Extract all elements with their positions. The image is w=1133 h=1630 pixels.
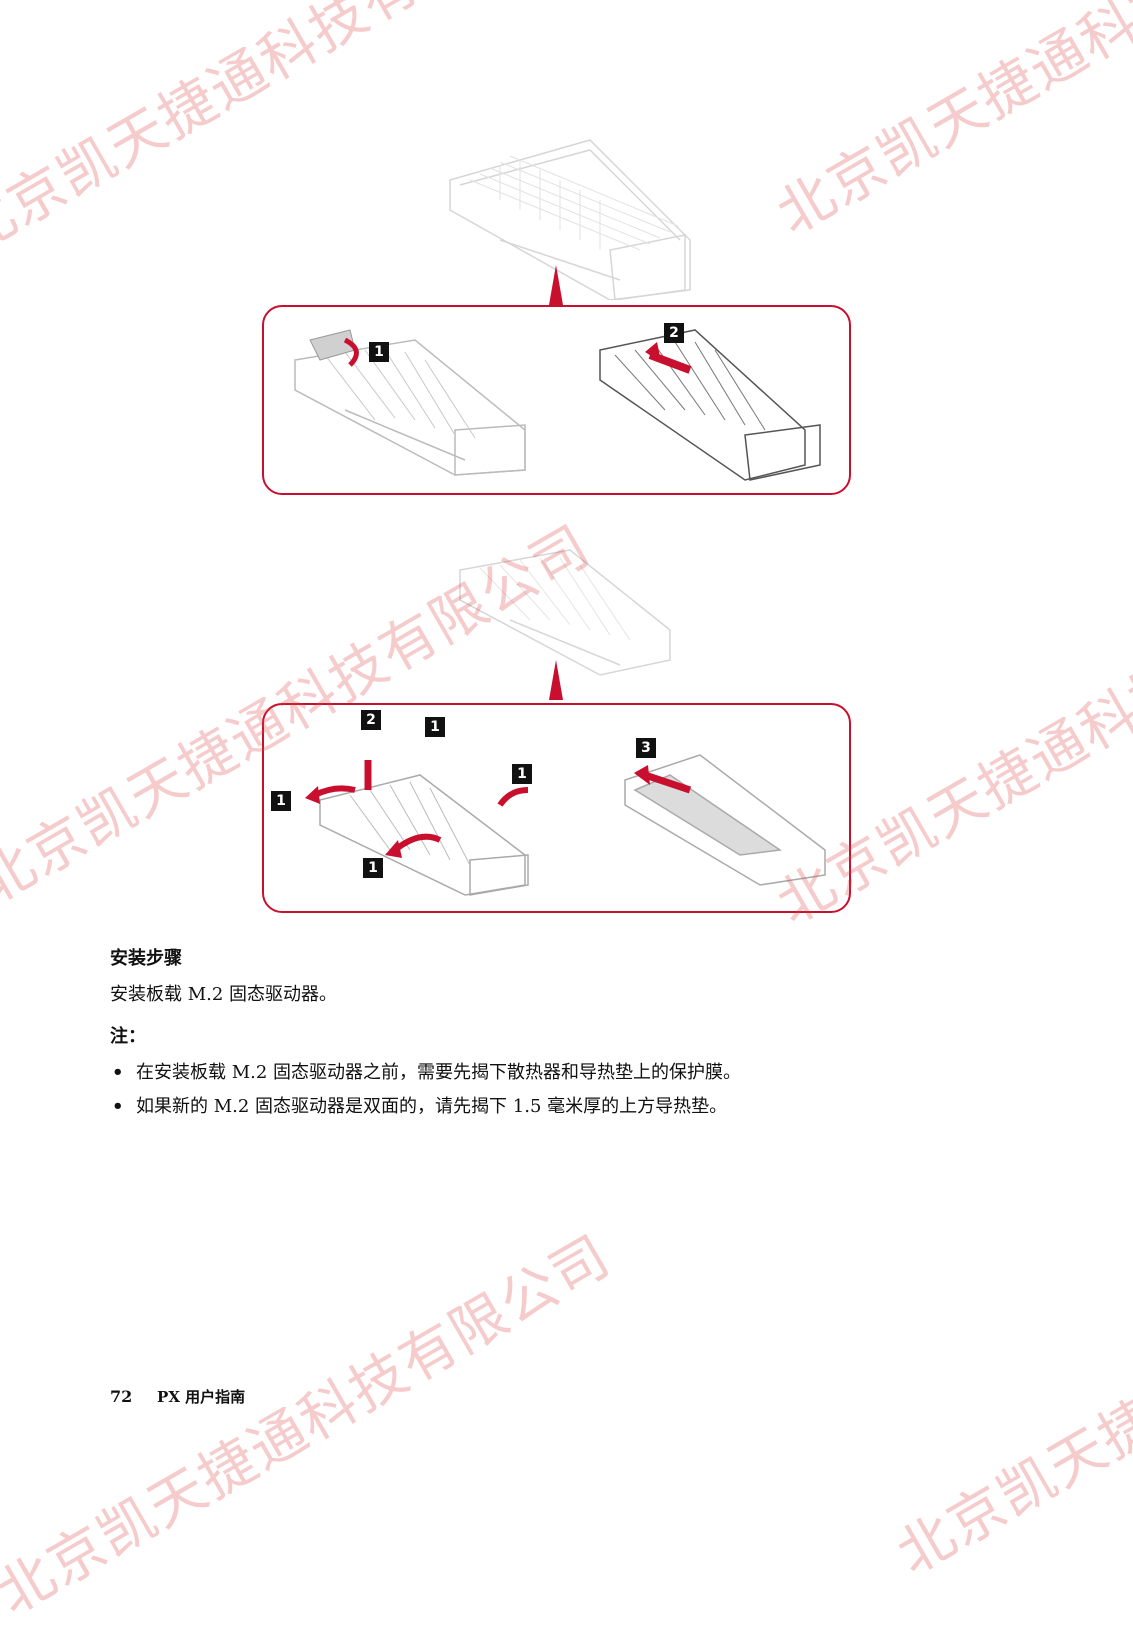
pointer-arrow xyxy=(549,265,563,305)
list-item: 如果新的 M.2 固态驱动器是双面的，请先揭下 1.5 毫米厚的上方导热垫。 xyxy=(110,1090,741,1124)
heatsink-slide-illustration xyxy=(599,329,821,481)
step-1-label: 1 xyxy=(363,858,383,878)
bracket-film-illustration xyxy=(624,754,826,886)
intro-text: 安装板载 M.2 固态驱动器。 xyxy=(110,984,338,1005)
note-label: 注： xyxy=(110,1026,146,1047)
page-footer: 72 PX 用户指南 xyxy=(110,1386,245,1407)
step-3-label: 3 xyxy=(636,738,656,758)
bracket-illustration xyxy=(459,549,671,676)
pointer-arrow xyxy=(549,660,563,700)
clips-release-illustration xyxy=(305,760,529,896)
step-1-label: 1 xyxy=(369,342,389,362)
watermark: 北京凯天捷通科技有限公司 xyxy=(0,1223,622,1628)
doc-title: PX 用户指南 xyxy=(157,1388,246,1406)
watermark: 北京凯天捷通科技有限公司 xyxy=(886,1183,1133,1588)
heatsink-top-illustration xyxy=(449,139,691,300)
step-frame-remove-clips xyxy=(262,703,851,913)
step-frame-remove-heatsink xyxy=(262,305,851,495)
list-item: 在安装板载 M.2 固态驱动器之前，需要先揭下散热器和导热垫上的保护膜。 xyxy=(110,1056,741,1090)
step-1-label: 1 xyxy=(425,717,445,737)
heatsink-latch-illustration xyxy=(294,329,526,476)
note-list: 在安装板载 M.2 固态驱动器之前，需要先揭下散热器和导热垫上的保护膜。 如果新… xyxy=(110,1056,741,1124)
step-1-label: 1 xyxy=(271,791,291,811)
page-number: 72 xyxy=(110,1387,133,1406)
step-2-label: 2 xyxy=(361,710,381,730)
section-title: 安装步骤 xyxy=(110,948,182,969)
step-2-label: 2 xyxy=(664,323,684,343)
watermark: 北京凯天捷通科技有限公司 xyxy=(766,0,1133,248)
step-1-label: 1 xyxy=(512,764,532,784)
